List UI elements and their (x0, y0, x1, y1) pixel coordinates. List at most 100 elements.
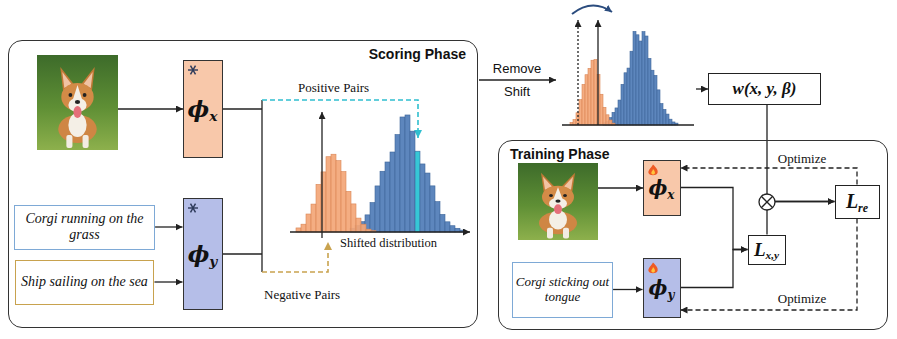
histogram-bar (356, 218, 361, 232)
pair-label: Positive Pairs (298, 80, 369, 95)
step-label: Remove Shift (491, 57, 543, 103)
loss-box: Lre (835, 185, 880, 219)
flow-arrow (681, 250, 748, 288)
histogram-bar (405, 115, 410, 232)
histogram-bar (361, 224, 366, 232)
histogram-bar (311, 204, 316, 232)
histogram-bar (636, 35, 639, 125)
corgi-photo (37, 55, 118, 150)
histogram-bar (351, 204, 356, 232)
caption-text: Corgi sticking out tongue (513, 275, 612, 305)
flame-outer (648, 262, 657, 273)
edge-label: Optimize (776, 151, 828, 166)
histogram-bar (603, 107, 606, 125)
histogram-bar (440, 214, 445, 232)
weight-box: w(x, y, β) (708, 73, 821, 105)
trainable-icon (647, 164, 659, 176)
histogram-bar (594, 60, 597, 125)
flow-arrow (681, 188, 748, 250)
histogram-bar (654, 75, 657, 125)
flame-inner (651, 267, 655, 273)
histogram-bar (435, 202, 440, 232)
corrected-histogram (570, 31, 678, 125)
histogram-bar (639, 41, 642, 125)
histogram-bar (582, 84, 585, 125)
shift-marker (597, 20, 598, 125)
caption-box: Ship sailing on the sea (15, 260, 155, 305)
flow-arrow (767, 202, 835, 235)
histogram-bar (645, 36, 648, 125)
histogram-bar (301, 224, 306, 232)
panel-title: Training Phase (499, 141, 887, 167)
weight-arrow (696, 88, 708, 89)
histogram-bar (425, 173, 430, 232)
snowflake-stroke (190, 203, 195, 212)
frozen-icon (187, 202, 199, 214)
histogram-bar (331, 154, 336, 232)
output-wire (223, 108, 262, 109)
panel-title: Scoring Phase (9, 41, 477, 67)
encoder-box: ϕy (643, 258, 681, 318)
loss-box: Lx,y (748, 235, 786, 265)
histogram-bar (609, 118, 612, 125)
histogram-bar (660, 104, 663, 125)
histogram-bar (663, 109, 666, 125)
histogram-bar (648, 58, 651, 125)
histogram-axis (290, 231, 470, 232)
snowflake-stroke (190, 203, 195, 212)
snowflake-stroke (190, 65, 195, 74)
histogram-bar (430, 186, 435, 232)
flame-outer (648, 164, 657, 175)
histogram-bar (627, 68, 630, 125)
flame-inner (651, 169, 655, 175)
optimize-arrow (681, 219, 858, 311)
flow-arrow (613, 289, 642, 290)
flow-arrow (767, 105, 835, 202)
caption-box: Corgi sticking out tongue (512, 262, 613, 318)
histogram-bar (588, 68, 591, 125)
shift-curve-arrow (572, 5, 612, 14)
caption-text: Corgi running on the grass (15, 211, 154, 243)
histogram-bar (651, 70, 654, 125)
histogram-bar (585, 75, 588, 125)
encoder-box: ϕy (183, 198, 223, 310)
histogram-bar (410, 131, 415, 232)
symbol-text: w(x, y, β) (733, 79, 797, 99)
trainable-icon (647, 262, 659, 274)
histogram-bar (400, 117, 405, 232)
symbol-text: ϕy (649, 276, 675, 300)
histogram-bar (445, 222, 450, 232)
multiply-symbol (759, 194, 775, 210)
edge-label: Optimize (776, 291, 828, 306)
symbol-text: ϕy (188, 240, 218, 267)
histogram-bar (630, 51, 633, 125)
encoder-box: ϕx (643, 160, 681, 216)
histogram-bar (621, 84, 624, 125)
symbol-text: ϕx (649, 176, 675, 200)
histogram-bar (624, 73, 627, 125)
caption-box: Corgi running on the grass (14, 205, 155, 250)
snowflake-stroke (190, 65, 195, 74)
histogram-bar (657, 90, 660, 125)
multiply-symbol (761, 196, 772, 207)
histogram-bar (609, 120, 612, 125)
histogram-bar (365, 215, 370, 232)
phase-panel: Scoring Phase ϕx ϕy Corgi running on the gr… (8, 40, 478, 328)
histogram-bar (395, 135, 400, 232)
histogram-bar (316, 184, 321, 232)
histogram-axis (562, 124, 694, 125)
histogram-bar (666, 114, 669, 125)
flow-arrow (155, 226, 182, 227)
symbol-text: ϕx (188, 95, 218, 122)
histogram-bar (450, 226, 455, 232)
symbol-text: Lx,y (754, 239, 779, 261)
corgi-photo (518, 163, 598, 240)
multiply-symbol (761, 196, 772, 207)
histogram-bar (591, 60, 594, 125)
symbol-text: Lre (846, 190, 868, 213)
histogram-bar (420, 164, 425, 232)
histogram-bar (385, 162, 390, 232)
output-wire (223, 253, 262, 254)
frozen-icon (187, 64, 199, 76)
